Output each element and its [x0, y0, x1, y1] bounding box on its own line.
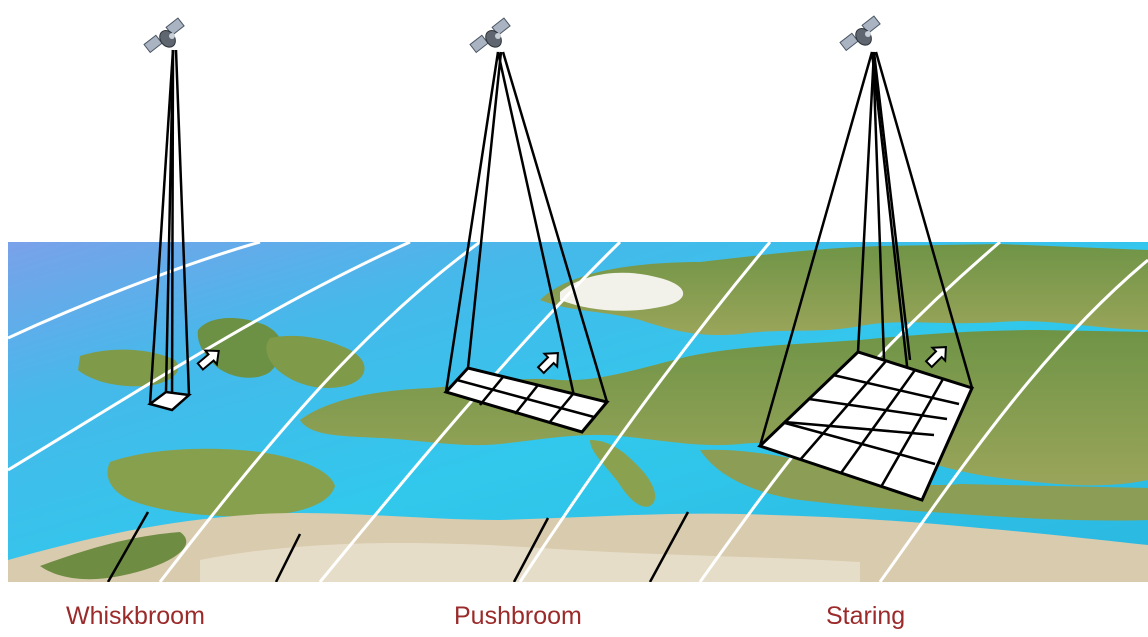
- scan-direction-arrow-icon: [536, 352, 559, 375]
- whiskbroom-sensor-beam: [148, 49, 191, 411]
- pushbroom-footprint: [443, 366, 610, 434]
- staring-panel: [757, 15, 975, 502]
- staring-footprint: [757, 350, 975, 502]
- satellite-icon: [469, 17, 511, 53]
- pushbroom-caption: Pushbroom: [454, 602, 582, 630]
- staring-sensor-beam: [758, 51, 974, 501]
- pushbroom-sensor-beam: [444, 51, 609, 433]
- whiskbroom-panel: [143, 17, 220, 412]
- whiskbroom-footprint: [147, 390, 192, 412]
- satellite-icon: [839, 15, 881, 51]
- satellite-icon: [143, 17, 185, 53]
- scan-direction-arrow-icon: [196, 349, 220, 371]
- pushbroom-panel: [443, 17, 610, 434]
- staring-caption: Staring: [826, 602, 906, 630]
- scan-direction-arrow-icon: [924, 346, 947, 369]
- whiskbroom-caption: Whiskbroom: [66, 602, 205, 630]
